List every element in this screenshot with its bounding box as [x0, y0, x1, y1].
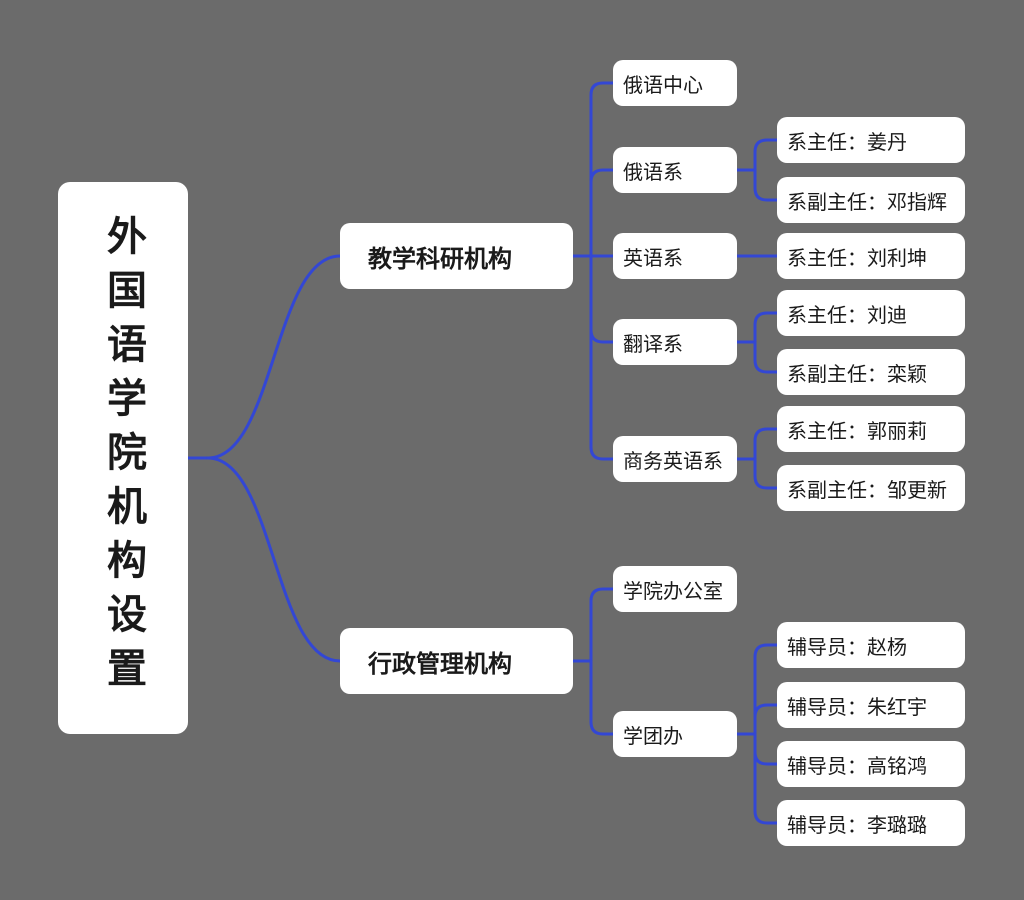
translation-dept-connector [753, 340, 779, 374]
root-title: 外国语学院机构设置 [100, 215, 146, 701]
person-node-english-director: 系主任：刘利坤 [777, 233, 965, 279]
russian-dept-connector [753, 168, 779, 202]
teaching-connector [589, 254, 615, 344]
person-node-translation-director: 系主任：刘迪 [777, 290, 965, 336]
business-english-connector [753, 427, 779, 461]
business-english-connector [753, 457, 779, 490]
teaching-connector [589, 254, 615, 461]
person-node-counselor-2: 辅导员：朱红宇 [777, 682, 965, 728]
dept-node-translation-dept: 翻译系 [613, 319, 737, 365]
admin-connector [589, 587, 615, 663]
person-node-counselor-3: 辅导员：高铭鸿 [777, 741, 965, 787]
branch-node-administration: 行政管理机构 [340, 628, 573, 694]
dept-node-russian-dept: 俄语系 [613, 147, 737, 193]
branch-connector [206, 254, 342, 460]
person-node-counselor-1: 辅导员：赵杨 [777, 622, 965, 668]
admin-connector [589, 659, 615, 736]
dept-node-english-dept: 英语系 [613, 233, 737, 279]
student-office-connector [753, 703, 779, 736]
person-node-russian-deputy: 系副主任：邓指辉 [777, 177, 965, 223]
teaching-connector [589, 81, 615, 258]
dept-node-college-office: 学院办公室 [613, 566, 737, 612]
student-office-connector [753, 643, 779, 736]
root-node: 外国语学院机构设置 [58, 182, 188, 734]
dept-node-russian-center: 俄语中心 [613, 60, 737, 106]
person-node-business-english-deputy: 系副主任：邹更新 [777, 465, 965, 511]
translation-dept-connector [753, 311, 779, 344]
person-node-counselor-4: 辅导员：李璐璐 [777, 800, 965, 846]
student-office-connector [753, 732, 779, 825]
russian-dept-connector [753, 138, 779, 172]
teaching-connector [589, 168, 615, 258]
person-node-translation-deputy: 系副主任：栾颖 [777, 349, 965, 395]
person-node-russian-director: 系主任：姜丹 [777, 117, 965, 163]
person-node-business-english-director: 系主任：郭丽莉 [777, 406, 965, 452]
dept-node-student-affairs-office: 学团办 [613, 711, 737, 757]
branch-connector [206, 456, 342, 663]
dept-node-business-english-dept: 商务英语系 [613, 436, 737, 482]
branch-node-teaching-research: 教学科研机构 [340, 223, 573, 289]
student-office-connector [753, 732, 779, 766]
